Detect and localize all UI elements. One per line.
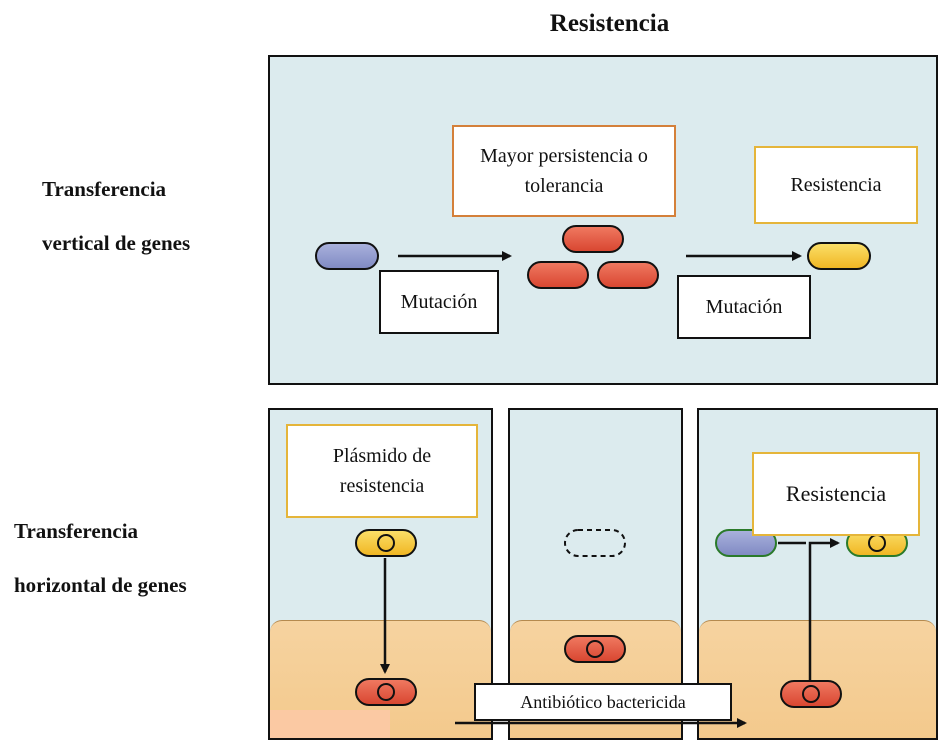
yellow-bacterium-with-plasmid — [355, 529, 417, 557]
plasmid — [586, 640, 604, 658]
resistance-box-label: Resistencia — [785, 481, 887, 506]
vertical-label-line2: vertical de genes — [42, 231, 191, 255]
plasmid — [377, 534, 395, 552]
vertical-transfer-label: Transferencia vertical de genes — [42, 162, 190, 270]
persistence-line1: Mayor persistencia o — [480, 145, 648, 167]
resistance-box-horizontal: Resistencia — [752, 452, 920, 536]
horizontal-transfer-label: Transferencia horizontal de genes — [14, 504, 187, 612]
red-bacterium — [597, 261, 659, 289]
blue-bacterium-recipient — [715, 529, 777, 557]
mutation-box-right: Mutación — [677, 275, 811, 339]
plasmid-box: Plásmido de resistencia — [286, 424, 478, 518]
plasmid-line2: resistencia — [339, 475, 425, 497]
sediment-patch — [270, 710, 390, 738]
persistence-box: Mayor persistencia o tolerancia — [452, 125, 676, 217]
horizontal-label-line2: horizontal de genes — [14, 573, 187, 597]
plasmid — [802, 685, 820, 703]
plasmid — [377, 683, 395, 701]
blue-bacterium — [315, 242, 379, 270]
red-bacterium-with-plasmid — [355, 678, 417, 706]
vertical-label-line1: Transferencia — [42, 177, 167, 201]
horizontal-label-line1: Transferencia — [14, 519, 139, 543]
yellow-bacterium — [807, 242, 871, 270]
lysed-bacterium-outline — [564, 529, 626, 557]
mutation-label: Mutación — [705, 296, 783, 318]
antibiotic-label: Antibiótico bactericida — [520, 691, 686, 712]
mutation-label: Mutación — [400, 291, 478, 313]
red-bacterium — [527, 261, 589, 289]
resistance-box-vertical: Resistencia — [754, 146, 918, 224]
mutation-box-left: Mutación — [379, 270, 499, 334]
red-bacterium — [562, 225, 624, 253]
resistance-box-label: Resistencia — [790, 174, 882, 196]
persistence-line2: tolerancia — [524, 175, 604, 197]
plasmid-line1: Plásmido de — [332, 445, 432, 467]
resistance-acquisition-arrow — [808, 538, 840, 680]
antibiotic-box: Antibiótico bactericida — [474, 683, 732, 721]
red-bacterium-with-plasmid — [780, 680, 842, 708]
figure-title: Resistencia — [549, 10, 670, 37]
red-bacterium-with-plasmid — [564, 635, 626, 663]
